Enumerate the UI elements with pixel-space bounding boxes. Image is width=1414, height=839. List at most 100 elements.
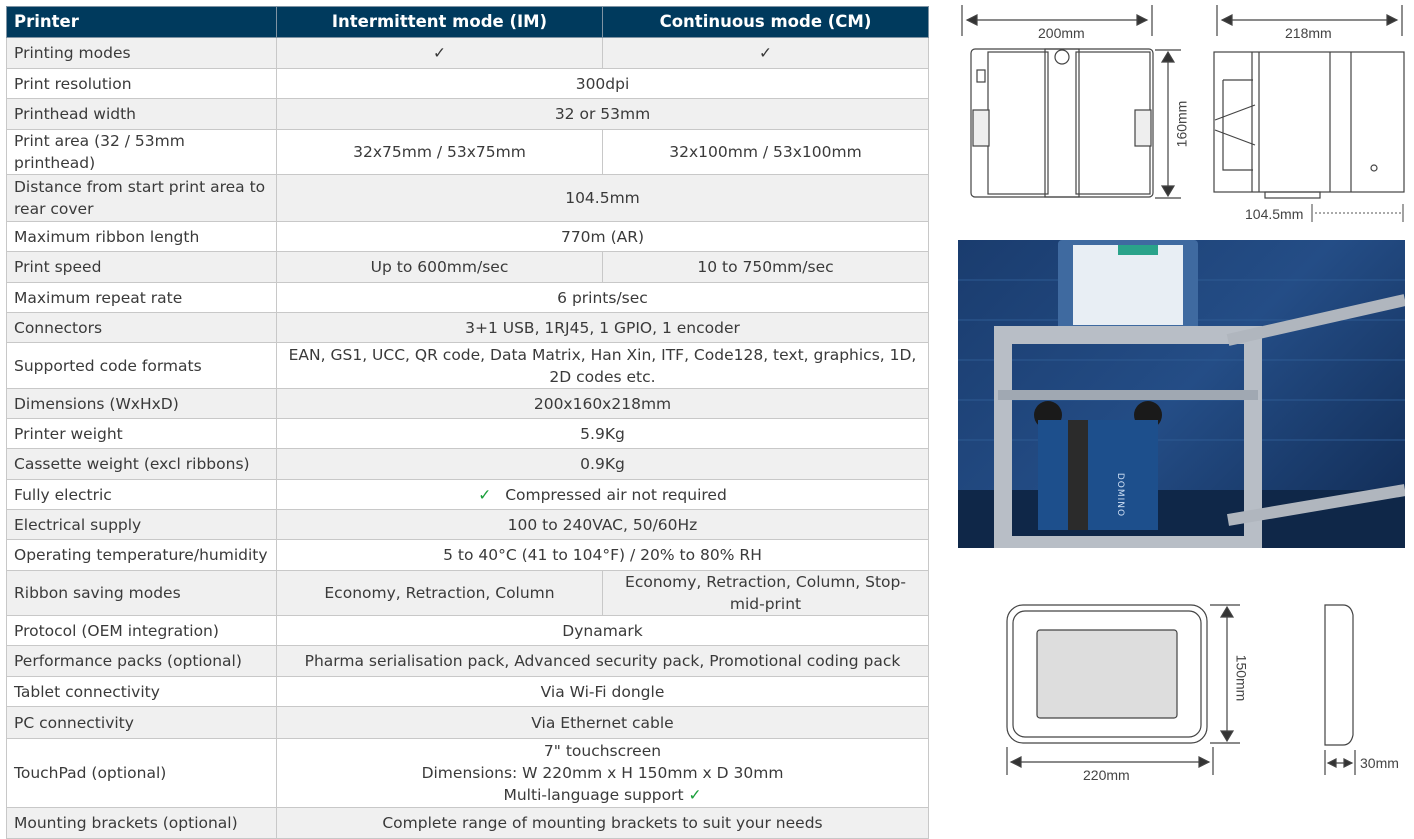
row-value: 100 to 240VAC, 50/60Hz (276, 509, 929, 540)
cm-value: 32x100mm / 53x100mm (602, 129, 929, 175)
row-label: Print area (32 / 53mm printhead) (6, 129, 277, 175)
row-value: 3+1 USB, 1RJ45, 1 GPIO, 1 encoder (276, 312, 929, 343)
row-value: 6 prints/sec (276, 282, 929, 313)
row-value: 300dpi (276, 68, 929, 99)
im-value: 32x75mm / 53x75mm (276, 129, 603, 175)
cm-value: Economy, Retraction, Column, Stop-mid-pr… (602, 570, 929, 616)
row-value: 5.9Kg (276, 418, 929, 449)
value-text: Via Ethernet cable (531, 713, 674, 732)
row-label: Connectors (6, 312, 277, 343)
row-value: Complete range of mounting brackets to s… (276, 807, 929, 839)
row-label: Printing modes (6, 37, 277, 69)
row-label: Performance packs (optional) (6, 645, 277, 677)
row-label: PC connectivity (6, 706, 277, 739)
row-label: Print resolution (6, 68, 277, 99)
value-text: Dynamark (562, 621, 643, 640)
row-label: Ribbon saving modes (6, 570, 277, 616)
touchpad-front-drawing (1006, 604, 1240, 775)
row-label: Maximum repeat rate (6, 282, 277, 313)
value-text: Compressed air not required (505, 485, 727, 504)
row-value: Via Wi-Fi dongle (276, 676, 929, 707)
row-label: Operating temperature/humidity (6, 539, 277, 571)
table-row: Performance packs (optional) Pharma seria… (6, 645, 929, 677)
row-value: EAN, GS1, UCC, QR code, Data Matrix, Han… (276, 342, 929, 389)
table-row: Electrical supply 100 to 240VAC, 50/60Hz (6, 509, 929, 540)
im-value: Economy, Retraction, Column (276, 570, 603, 616)
row-value: 104.5mm (276, 174, 929, 222)
row-value: Via Ethernet cable (276, 706, 929, 739)
printer-product-photo: DOMINO (958, 240, 1405, 548)
table-row: Mounting brackets (optional) Complete ran… (6, 807, 929, 839)
table-row: Printing modes✓✓ (6, 37, 929, 69)
value-text: 3+1 USB, 1RJ45, 1 GPIO, 1 encoder (465, 318, 740, 337)
table-row: Connectors 3+1 USB, 1RJ45, 1 GPIO, 1 enco… (6, 312, 929, 343)
row-label: Supported code formats (6, 342, 277, 389)
row-label: Mounting brackets (optional) (6, 807, 277, 839)
value-line: Dimensions: W 220mm x H 150mm x D 30mm (421, 764, 784, 782)
row-label: Electrical supply (6, 509, 277, 540)
table-header: Printer Intermittent mode (IM) Continuou… (6, 6, 929, 38)
row-value: ✓ Compressed air not required (276, 479, 929, 510)
side-offset-label: 104.5mm (1245, 206, 1304, 222)
row-value: Dynamark (276, 615, 929, 646)
row-label: Protocol (OEM integration) (6, 615, 277, 646)
row-label: Fully electric (6, 479, 277, 510)
row-label: Printhead width (6, 98, 277, 130)
table-row: Cassette weight (excl ribbons) 0.9Kg (6, 448, 929, 480)
front-width-label: 200mm (1038, 25, 1085, 41)
row-value: 32 or 53mm (276, 98, 929, 130)
table-row: Maximum repeat rate 6 prints/sec (6, 282, 929, 313)
value-text: 5.9Kg (580, 424, 625, 443)
row-value: 200x160x218mm (276, 388, 929, 419)
row-label: Printer weight (6, 418, 277, 449)
row-label: Dimensions (WxHxD) (6, 388, 277, 419)
touchpad-side-drawing (1324, 604, 1356, 775)
table-row: Print resolution 300dpi (6, 68, 929, 99)
tablet-height-label: 150mm (1233, 654, 1250, 702)
table-row: Printer weight 5.9Kg (6, 418, 929, 449)
value-text: 770m (AR) (560, 227, 645, 246)
front-height-label: 160mm (1173, 100, 1190, 148)
check-icon: ✓ (276, 37, 603, 69)
check-icon: ✓ (478, 485, 492, 504)
value-text: Complete range of mounting brackets to s… (382, 814, 823, 832)
cm-value: 10 to 750mm/sec (602, 251, 929, 283)
table-row: Maximum ribbon length 770m (AR) (6, 221, 929, 252)
value-text: 200x160x218mm (533, 394, 672, 413)
tablet-width-label: 220mm (1083, 767, 1130, 783)
row-label: Maximum ribbon length (6, 221, 277, 252)
row-label: Cassette weight (excl ribbons) (6, 448, 277, 480)
value-text: 100 to 240VAC, 50/60Hz (507, 515, 698, 534)
row-value: 0.9Kg (276, 448, 929, 480)
spec-table: Printer Intermittent mode (IM) Continuou… (6, 6, 929, 839)
row-label: Print speed (6, 251, 277, 283)
header-cm: Continuous mode (CM) (602, 6, 929, 38)
header-printer: Printer (6, 6, 277, 38)
value-text: 5 to 40°C (41 to 104°F) / 20% to 80% RH (443, 546, 762, 564)
table-row: Protocol (OEM integration) Dynamark (6, 615, 929, 646)
value-text: 6 prints/sec (557, 288, 648, 307)
header-im: Intermittent mode (IM) (276, 6, 603, 38)
table-row: Operating temperature/humidity 5 to 40°C … (6, 539, 929, 571)
value-text: Via Wi-Fi dongle (540, 682, 665, 701)
brand-text: DOMINO (1115, 472, 1126, 518)
value-text: 0.9Kg (580, 455, 625, 473)
front-view-drawing (961, 5, 1181, 199)
check-icon: ✓ (688, 786, 702, 804)
row-label: Distance from start print area to rear c… (6, 174, 277, 222)
table-row: Fully electric ✓ Compressed air not requir… (6, 479, 929, 510)
value-text: 300dpi (575, 74, 630, 93)
value-text: 104.5mm (565, 189, 640, 207)
im-value: Up to 600mm/sec (276, 251, 603, 283)
value-line: 7" touchscreen (543, 742, 662, 760)
value-text: Pharma serialisation pack, Advanced secu… (304, 652, 901, 670)
side-depth-label: 218mm (1285, 25, 1332, 41)
table-row: PC connectivity Via Ethernet cable (6, 706, 929, 739)
value-line: Multi-language support (503, 786, 684, 804)
